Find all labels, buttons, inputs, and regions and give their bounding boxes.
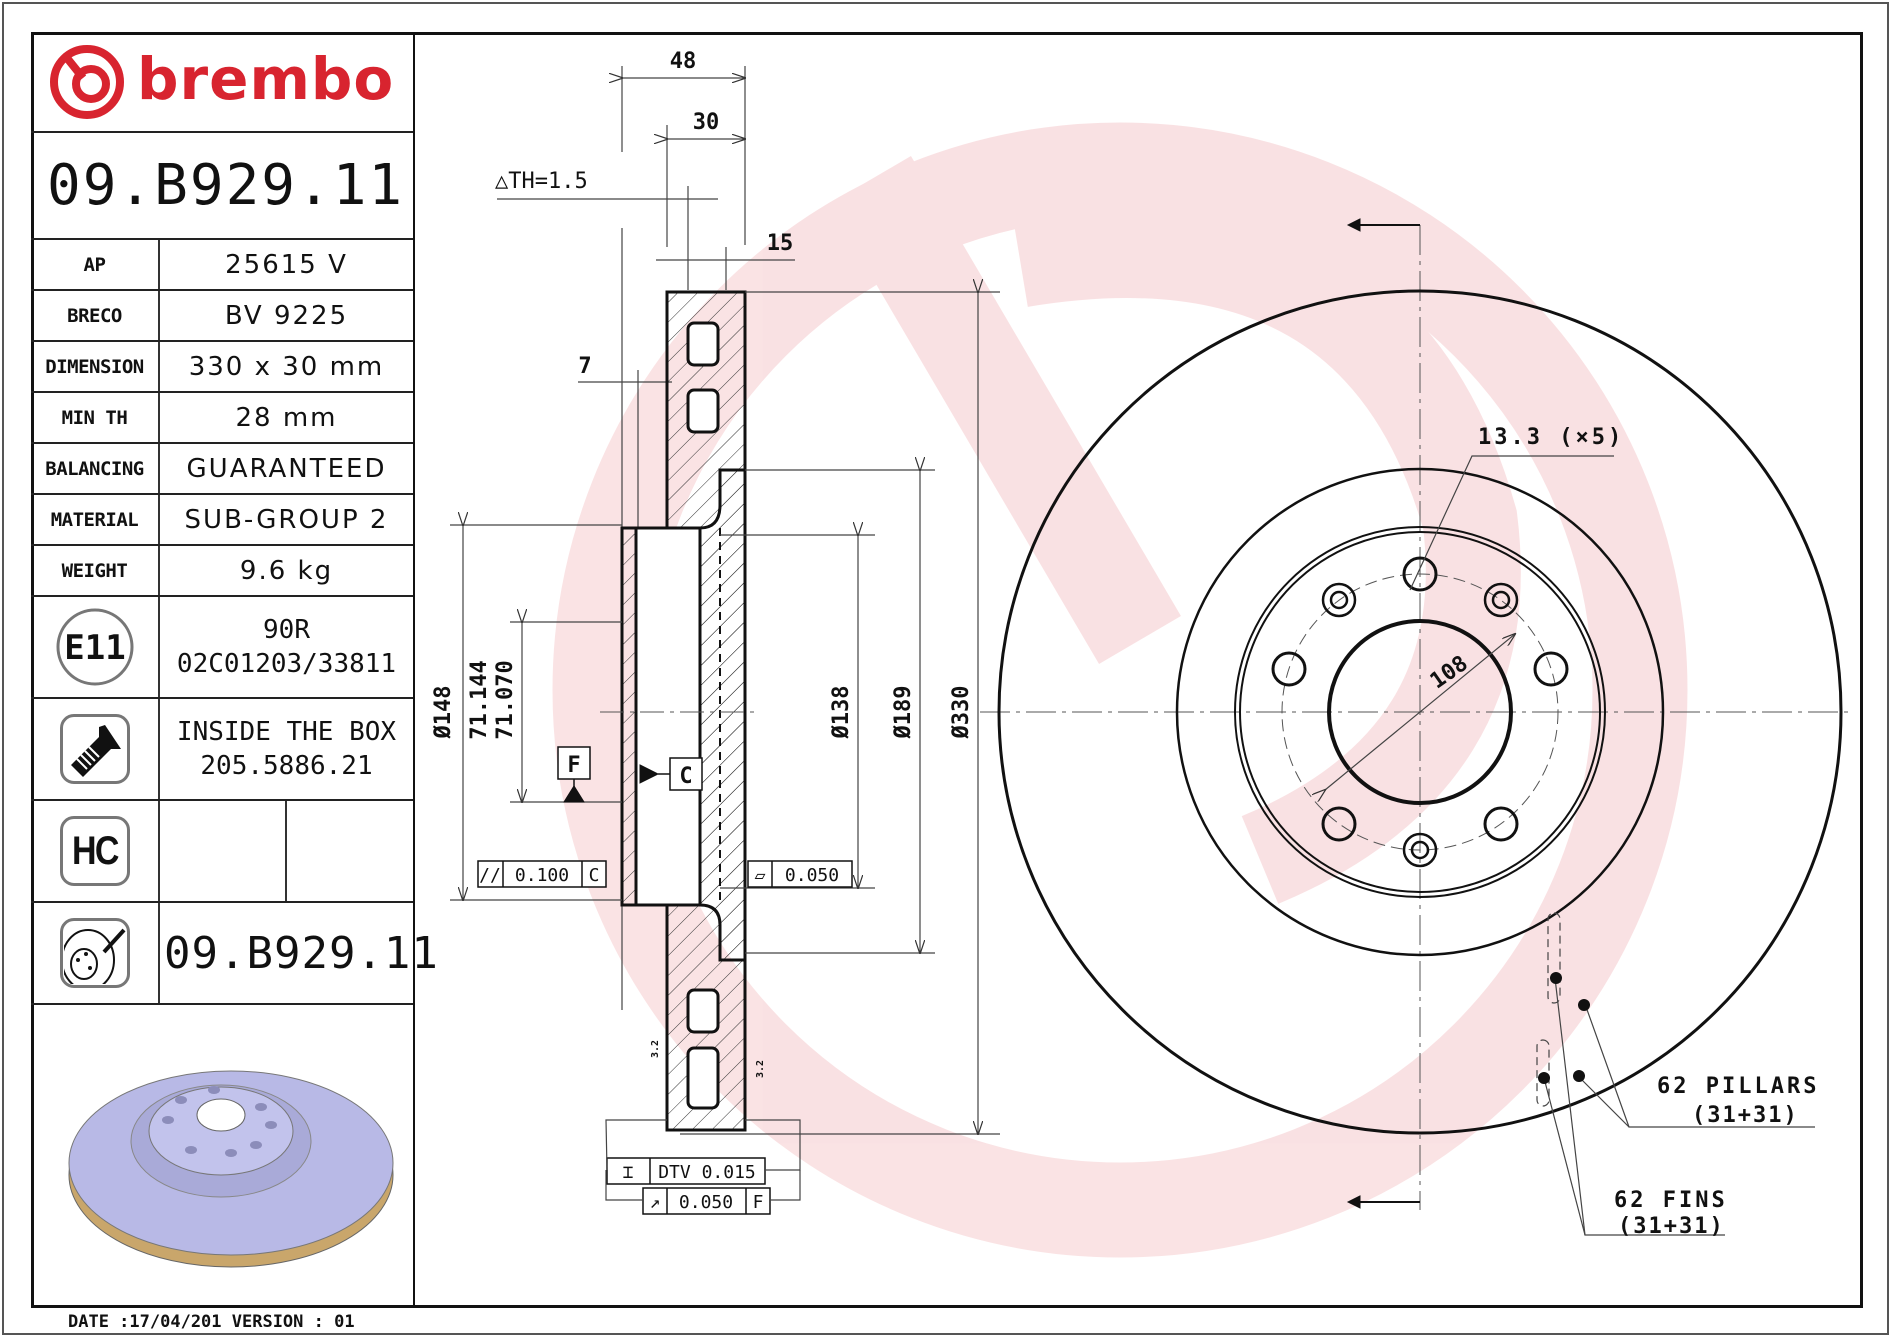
dim-30: 30: [693, 110, 720, 135]
flatness-symbol: ▱: [755, 865, 766, 886]
spec-label: MIN TH: [61, 406, 128, 429]
dim-d71-upper: 71.144: [467, 660, 492, 739]
spec-label: AP: [83, 253, 106, 276]
disc-part-number: 09.B929.11: [164, 927, 439, 979]
pillars-line2: (31+31): [1692, 1103, 1799, 1128]
spec-value: 28 mm: [235, 402, 338, 433]
dim-15: 15: [767, 231, 794, 256]
date-version: DATE :17/04/201 VERSION : 01: [68, 1312, 355, 1332]
spec-row-balancing: BALANCING GUARANTEED: [31, 444, 413, 495]
approval-line1: 90R: [263, 615, 310, 645]
parallelism-value: 0.100: [515, 865, 569, 886]
hc-icon: HC: [59, 816, 130, 886]
spec-label: BALANCING: [45, 457, 144, 480]
dim-d330: Ø330: [949, 686, 974, 740]
locating-holes: [1321, 582, 1519, 868]
runout-symbol: ↗: [650, 1192, 661, 1213]
spec-row-material: MATERIAL SUB-GROUP 2: [31, 495, 413, 546]
spec-label: MATERIAL: [50, 508, 139, 531]
section-view: [450, 66, 1000, 1215]
dim-d189: Ø189: [891, 686, 916, 740]
runout-datum: F: [753, 1192, 764, 1213]
title-block: brembo 09.B929.11 AP 25615 V BRECO BV 92…: [31, 32, 438, 1308]
spec-row-ap: AP 25615 V: [31, 240, 413, 291]
spec-label: DIMENSION: [45, 355, 144, 378]
disc-part-row: 09.B929.11: [31, 903, 438, 1005]
screw-line1: INSIDE THE BOX: [176, 717, 397, 747]
spec-value: 330 x 30 mm: [188, 351, 385, 382]
brembo-logo-icon: [50, 44, 124, 119]
approval-row: E11 90R 02C01203/33811: [31, 597, 413, 699]
dim-d148: Ø148: [431, 686, 456, 740]
dim-delta-th: △TH=1.5: [495, 169, 588, 194]
dim-48: 48: [670, 49, 697, 74]
screw-line2: 205.5886.21: [200, 751, 373, 781]
parallelism-datum: C: [589, 865, 600, 886]
screw-icon: [59, 714, 130, 784]
approval-line2: 02C01203/33811: [176, 649, 397, 679]
spec-row-weight: WEIGHT 9.6 kg: [31, 546, 413, 597]
runout-value: 0.050: [679, 1192, 733, 1213]
svg-text:E11: E11: [64, 628, 125, 668]
bolt-hole-label: 13.3 (×5): [1478, 425, 1624, 450]
part-number-row: 09.B929.11: [31, 133, 413, 240]
spec-label: BRECO: [67, 304, 122, 327]
roughness-left: 3.2: [650, 1040, 661, 1058]
roughness-right: 3.2: [755, 1060, 766, 1078]
dtv-value: DTV 0.015: [658, 1162, 756, 1183]
fins-line1: 62 FINS: [1614, 1188, 1728, 1213]
spec-label: WEIGHT: [61, 559, 128, 582]
drawing-frame: [31, 32, 1863, 1308]
spec-value: GUARANTEED: [186, 453, 387, 484]
disc-icon: [59, 918, 130, 988]
dim-d71-lower: 71.070: [493, 660, 518, 739]
dim-7: 7: [578, 354, 591, 379]
pcd-label: 108: [1426, 651, 1473, 694]
spec-value: 25615 V: [225, 249, 348, 280]
e11-approval-icon: E11: [56, 608, 133, 686]
flatness-value: 0.050: [785, 865, 839, 886]
spec-value: BV 9225: [224, 300, 349, 331]
datum-c: C: [679, 764, 692, 789]
dim-d138: Ø138: [829, 686, 854, 740]
part-number: 09.B929.11: [47, 153, 405, 218]
front-view: [980, 218, 1852, 1236]
bolt-holes: [1271, 556, 1569, 842]
brand-name: brembo: [137, 44, 395, 113]
pillars-line1: 62 PILLARS: [1657, 1074, 1819, 1099]
fins-line2: (31+31): [1618, 1214, 1725, 1239]
dtv-symbol: ⌶: [623, 1162, 634, 1183]
disc-render: [31, 1005, 413, 1305]
spec-row-dimension: DIMENSION 330 x 30 mm: [31, 342, 413, 393]
hc-row: HC: [31, 801, 413, 903]
datum-f: F: [567, 753, 580, 778]
spec-value: 9.6 kg: [239, 555, 334, 586]
spec-row-min-th: MIN TH 28 mm: [31, 393, 413, 444]
parallelism-symbol: //: [479, 865, 501, 886]
brand-row: brembo: [31, 32, 413, 133]
spec-row-breco: BRECO BV 9225: [31, 291, 413, 342]
screw-row: INSIDE THE BOX 205.5886.21: [31, 699, 413, 801]
spec-value: SUB-GROUP 2: [184, 504, 389, 535]
